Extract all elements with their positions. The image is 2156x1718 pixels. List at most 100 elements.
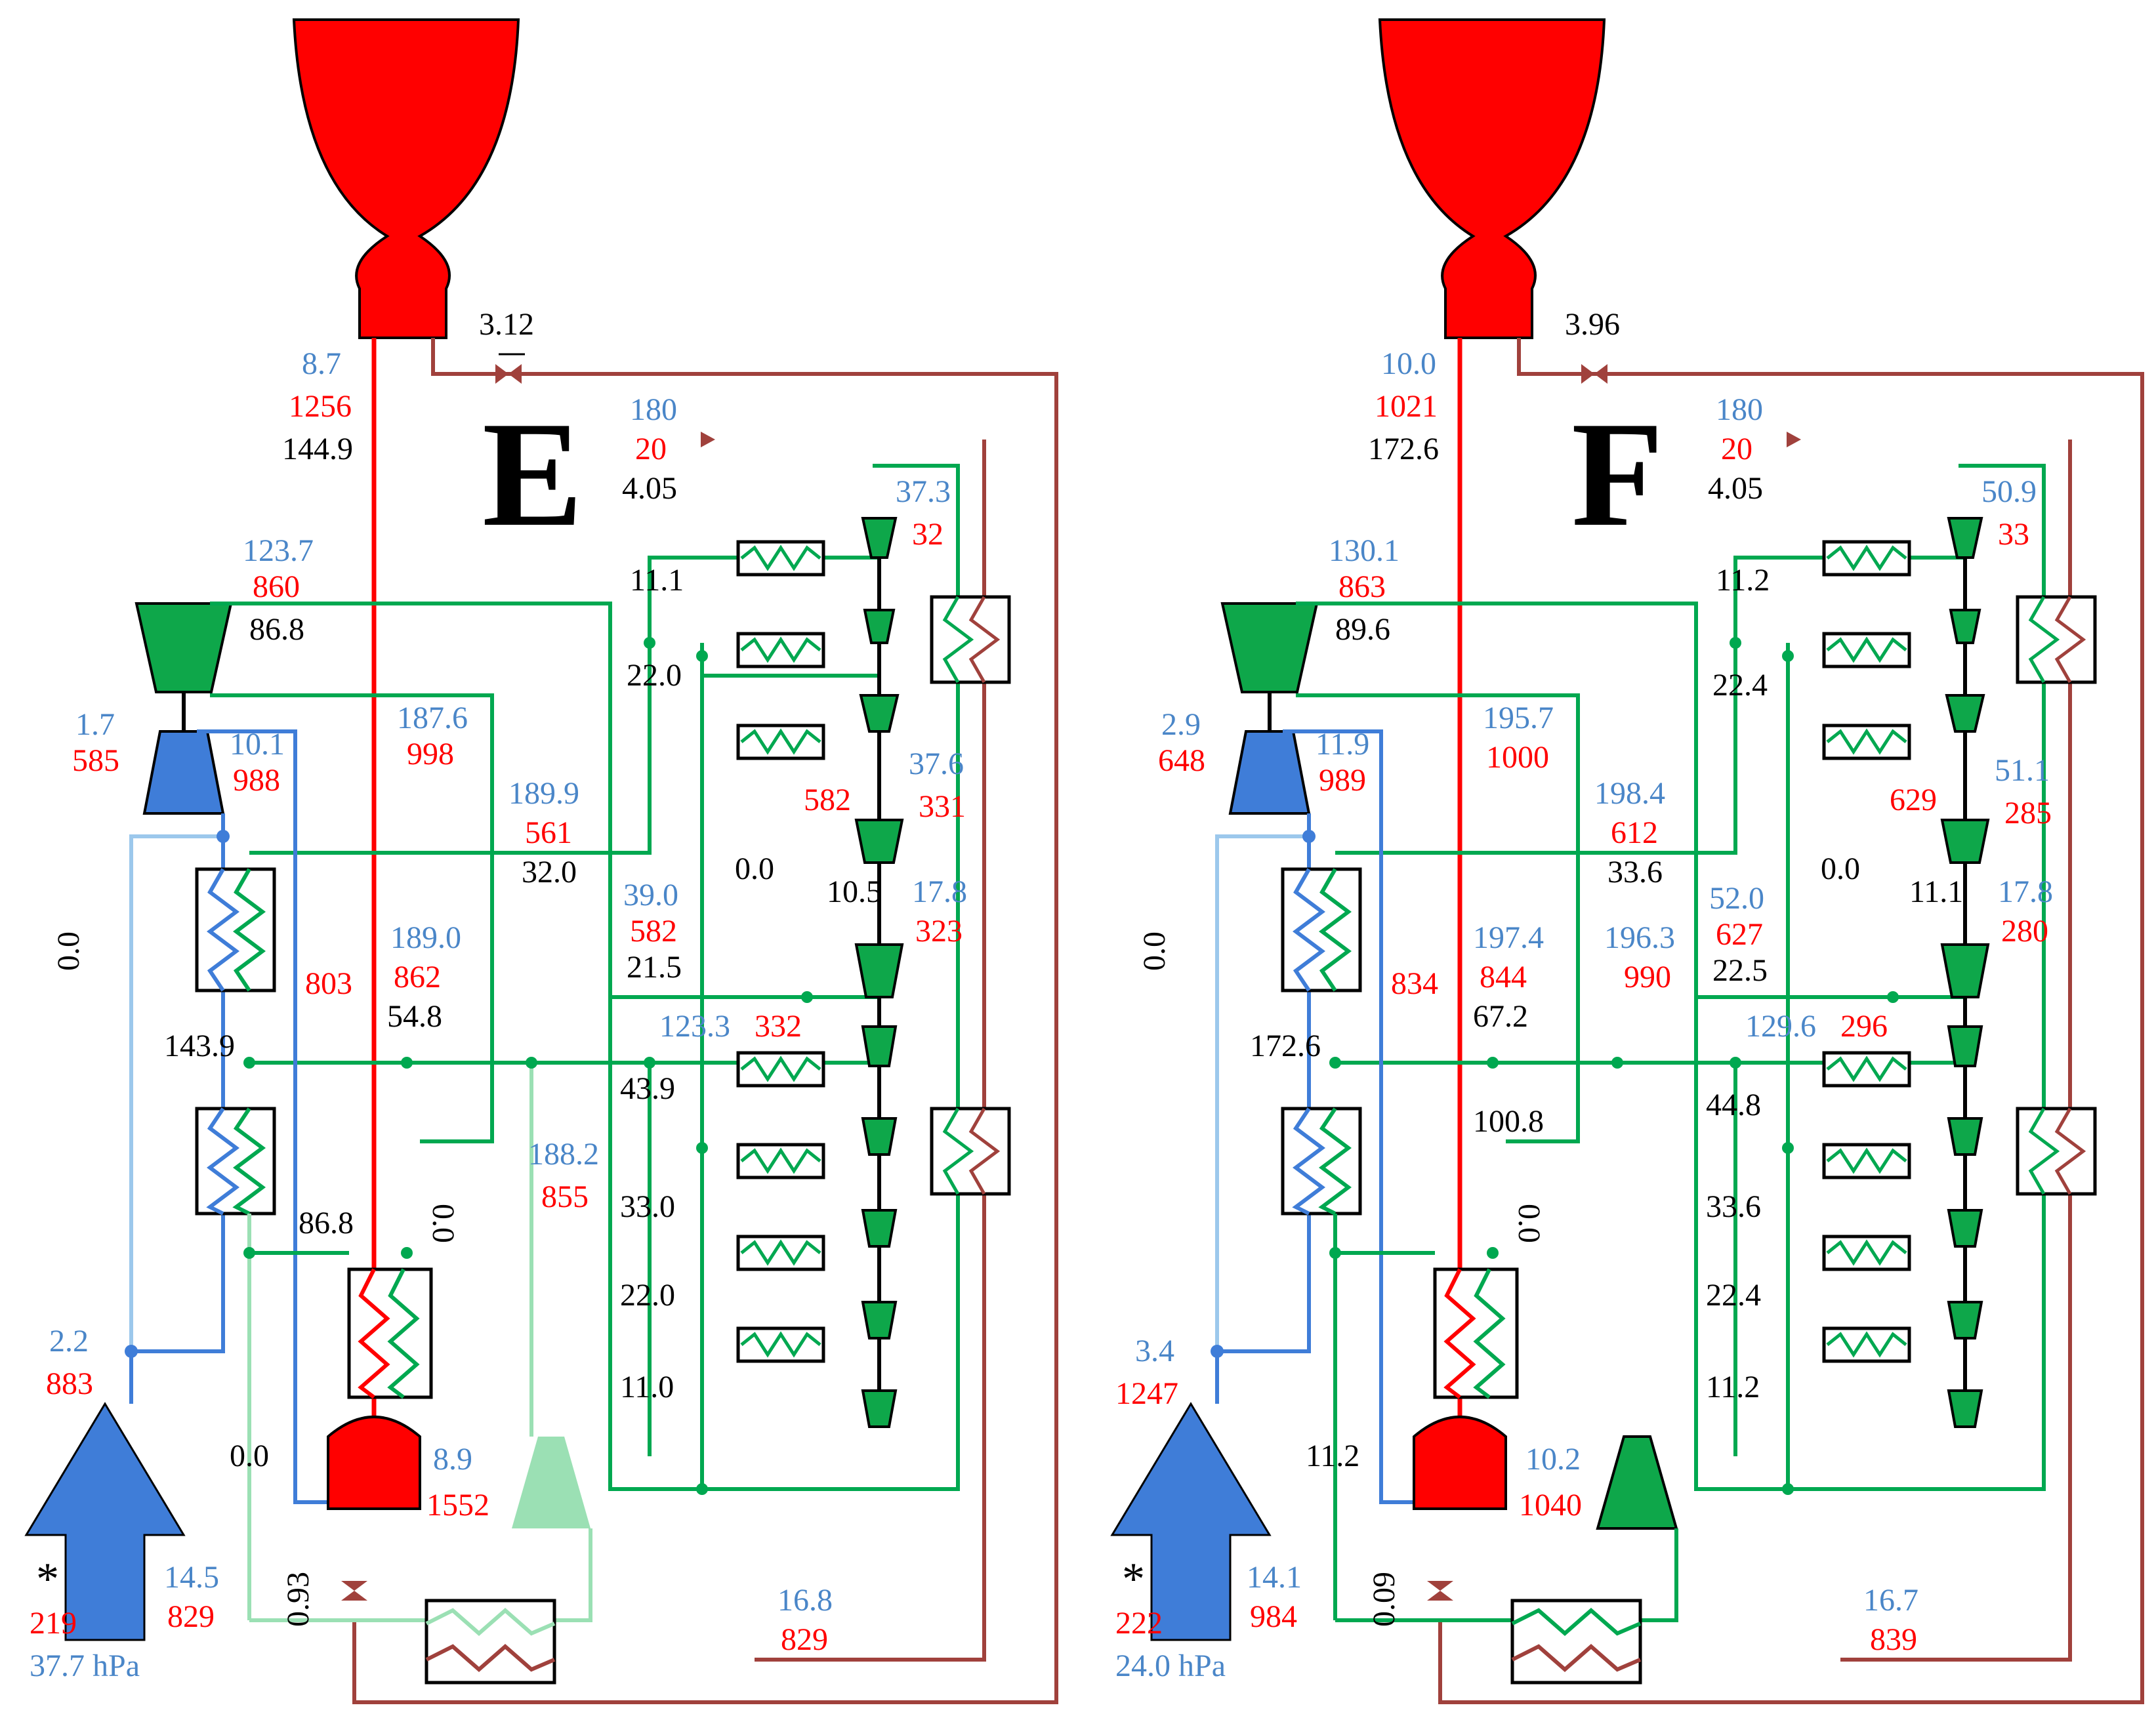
small-pump-in-blue: 1.7 — [75, 707, 115, 742]
p6: 11.2 — [1706, 1370, 1760, 1404]
mid1-blue: 195.7 — [1483, 701, 1554, 735]
p4: 33.0 — [620, 1189, 675, 1224]
right-low-red: 296 — [1840, 1009, 1888, 1044]
turbine-blue: 130.1 — [1329, 533, 1399, 568]
p2: 22.0 — [627, 658, 682, 693]
right-mid2-blue: 17.8 — [1998, 874, 2053, 909]
valve-icon[interactable] — [495, 364, 522, 384]
pump-chain — [854, 517, 904, 1428]
turbine-icon — [1220, 602, 1319, 693]
bottom-hx-red: 984 — [1250, 1599, 1297, 1634]
left-valve-value: 0.0 — [1137, 931, 1172, 971]
panel-f-labels: F 10.0 1021 172.6 3.96 180 20 4.05 130.1… — [1115, 307, 2053, 1683]
panel-e-labels: E 8.7 1256 144.9 3.12 180 20 4.05 123.7 … — [30, 307, 967, 1683]
amb-blue: 24.0 hPa — [1115, 1648, 1226, 1683]
burner-blue: 10.2 — [1525, 1442, 1581, 1477]
mid1-blue: 187.6 — [397, 701, 468, 735]
hx-red: 803 — [305, 966, 352, 1001]
mid1-red: 998 — [407, 737, 454, 771]
mid2-red: 612 — [1611, 815, 1658, 850]
small-pump-out-red: 989 — [1319, 763, 1366, 798]
mid2-blue: 198.4 — [1594, 776, 1665, 811]
inlet-arrow-icon — [24, 1402, 186, 1641]
turbine-red: 860 — [253, 569, 300, 604]
left-valve-value: 0.0 — [51, 931, 86, 971]
valve-right: 0.0 — [1821, 851, 1860, 886]
small-pump-in-red: 648 — [1158, 743, 1205, 778]
mid4-red: 855 — [541, 1179, 589, 1214]
right-mid-red: 582 — [630, 914, 677, 949]
amb-blue: 37.7 hPa — [30, 1648, 140, 1683]
bottom-left-black: 86.8 — [299, 1206, 354, 1240]
bottom-hx-red: 829 — [167, 1599, 215, 1634]
mid1-red: 1000 — [1486, 740, 1549, 775]
inlet-arrow-icon — [1110, 1402, 1272, 1641]
bottom-valve: 0.93 — [281, 1572, 316, 1627]
top-blue: 8.7 — [302, 346, 341, 381]
pump-icon — [512, 1437, 591, 1528]
amb-star: * — [36, 1554, 59, 1605]
right-hx-blue: 37.6 — [909, 747, 964, 781]
hx-stack-lower — [736, 1051, 825, 1363]
bottom-right-red: 829 — [781, 1622, 828, 1657]
p6: 11.0 — [620, 1370, 674, 1404]
hx-black: 172.6 — [1250, 1029, 1321, 1063]
right-top-red: 32 — [912, 517, 943, 552]
turbine-black: 89.6 — [1335, 612, 1390, 647]
right-top-blue: 50.9 — [1981, 474, 2037, 509]
bottom-left-black: 11.2 — [1306, 1439, 1359, 1473]
fuel-black: 4.05 — [1708, 471, 1763, 506]
valve-value: 3.12 — [479, 307, 534, 342]
mid3-blue: 197.4 — [1473, 920, 1544, 955]
right-mid2-red: 323 — [915, 914, 963, 949]
mid3-black: 67.2 — [1473, 999, 1528, 1034]
fuel-red: 20 — [635, 432, 667, 466]
amb-star: * — [1122, 1554, 1145, 1605]
heat-exchanger-icon — [1433, 1267, 1519, 1399]
pump-582: 629 — [1890, 783, 1937, 817]
mid3-red: 844 — [1480, 960, 1527, 994]
valve-icon[interactable] — [1427, 1581, 1453, 1601]
mid2-blue: 189.9 — [508, 776, 579, 811]
turbine-icon — [135, 602, 233, 693]
pump-icon — [1596, 1435, 1678, 1530]
panel-f — [1110, 18, 2144, 1704]
mid3-red: 862 — [394, 960, 441, 994]
p5: 22.0 — [620, 1278, 675, 1313]
right-top-red: 33 — [1998, 517, 2029, 552]
right-low-blue: 129.6 — [1745, 1009, 1816, 1044]
amb-red: 219 — [30, 1606, 77, 1641]
p4: 33.6 — [1706, 1189, 1761, 1224]
right-mid2-red: 280 — [2001, 914, 2048, 949]
top-red: 1256 — [289, 389, 352, 424]
small-pump-out-red: 988 — [233, 763, 280, 798]
nozzle-icon — [1378, 18, 1606, 339]
mid2-black: 32.0 — [522, 855, 577, 890]
bottom-hx-blue: 14.5 — [164, 1560, 219, 1595]
amb-red: 222 — [1115, 1606, 1163, 1641]
right-mid-blue: 52.0 — [1709, 881, 1764, 916]
panel-label: E — [482, 390, 583, 558]
mid-valve-value: 0.0 — [1512, 1204, 1546, 1243]
pump-10: 10.5 — [827, 874, 882, 909]
hx-red: 834 — [1391, 966, 1438, 1001]
fuel-blue: 180 — [1716, 392, 1763, 427]
fuel-red: 20 — [1721, 432, 1752, 466]
right-low-red: 332 — [755, 1009, 802, 1044]
hx-stack-upper — [736, 540, 825, 760]
p1: 11.2 — [1716, 563, 1770, 598]
valve-icon[interactable] — [341, 1581, 367, 1601]
right-hx-red: 331 — [919, 789, 966, 824]
mid4-blue: 188.2 — [528, 1137, 599, 1172]
burner-icon — [327, 1416, 421, 1510]
top-black: 172.6 — [1368, 432, 1439, 466]
mid2-black: 33.6 — [1607, 855, 1663, 890]
right-mid-black: 22.5 — [1712, 953, 1768, 988]
valve-icon[interactable] — [1581, 364, 1607, 384]
burner-icon — [1413, 1416, 1507, 1510]
small-pump-in-blue: 2.9 — [1161, 707, 1201, 742]
p1: 11.1 — [630, 563, 684, 598]
mid2-red: 561 — [525, 815, 572, 850]
junction-dots — [243, 637, 813, 1495]
